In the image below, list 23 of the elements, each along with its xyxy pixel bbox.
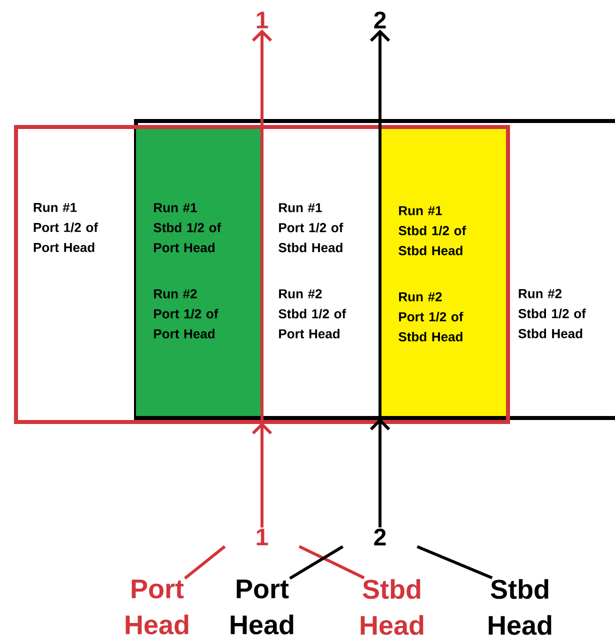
head-label: Port Head	[230, 580, 294, 634]
text-column: Run #2 Stbd 1/2 of Stbd Head	[518, 289, 586, 338]
number-label: 1	[256, 12, 268, 28]
number-label: 2	[374, 528, 386, 546]
connector-line	[184, 545, 226, 580]
connector-line	[289, 545, 344, 580]
head-label: Port Head	[126, 580, 188, 634]
text-column: Run #1 Port 1/2 of Port Head	[34, 203, 98, 252]
text-column: Run #1 Port 1/2 of Stbd Head Run #2 Stbd 1/2 of Port Head	[278, 203, 346, 338]
arrow	[370, 418, 390, 528]
arrow	[370, 30, 390, 418]
shaded-band: Run #1 Stbd 1/2 of Stbd Head Run #2 Port 1/2 of Stbd Head	[380, 129, 506, 416]
frame	[14, 125, 510, 424]
number-label: 1	[256, 528, 268, 546]
head-label: Stbd Head	[488, 579, 552, 635]
connector-line	[416, 545, 493, 580]
arrow	[252, 422, 272, 528]
head-label: Stbd Head	[360, 579, 424, 635]
shaded-band: Run #1 Stbd 1/2 of Port Head Run #2 Port 1/2 of Port Head	[136, 129, 262, 416]
arrow	[252, 29, 272, 422]
frame	[134, 119, 615, 420]
number-label: 2	[374, 12, 386, 28]
connector-line	[298, 545, 365, 580]
